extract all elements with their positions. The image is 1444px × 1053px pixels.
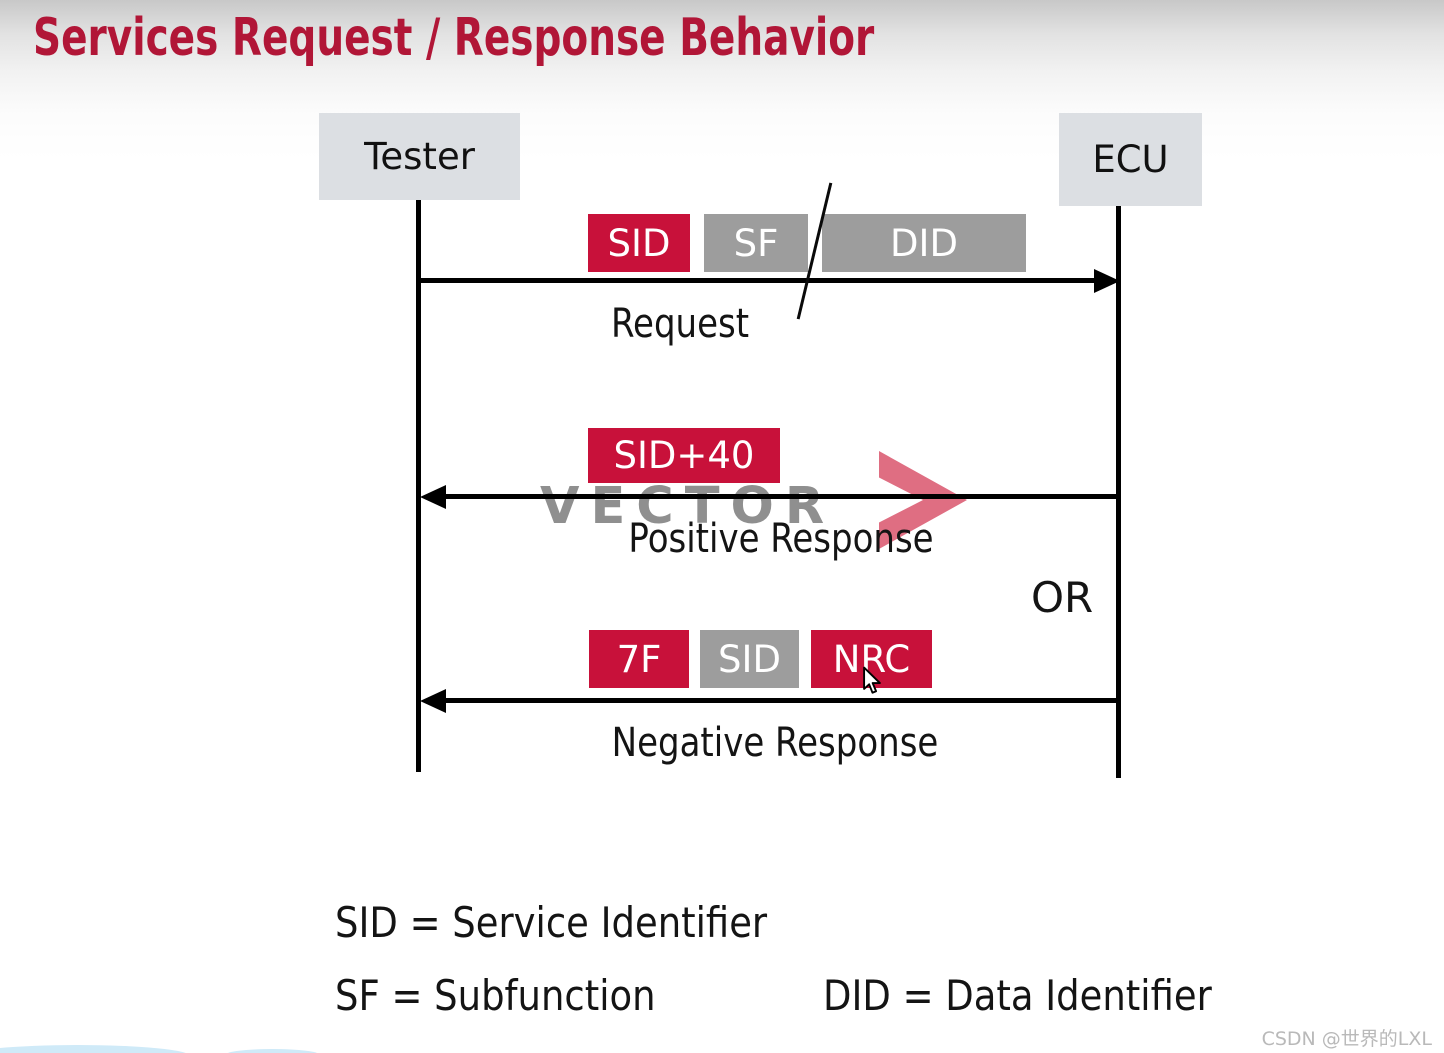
negative-arrow-line (444, 698, 1118, 703)
cloud-decoration-icon (0, 1045, 190, 1053)
positive-arrow-line (444, 494, 1118, 499)
actor-label-tester: Tester (364, 135, 475, 178)
actor-box-tester: Tester (319, 113, 520, 200)
request-caption: Request (610, 301, 750, 347)
actor-label-ecu: ECU (1092, 138, 1169, 181)
page-title: Services Request / Response Behavior (33, 8, 875, 68)
actor-box-ecu: ECU (1059, 113, 1202, 206)
positive-field-sid40: SID+40 (588, 428, 780, 483)
negative-caption: Negative Response (611, 720, 939, 766)
mouse-cursor-icon (863, 666, 881, 694)
cloud-decoration-icon (225, 1049, 320, 1053)
request-arrowhead-icon (1094, 269, 1120, 293)
negative-field-7f: 7F (589, 630, 689, 688)
lifeline-ecu (1116, 206, 1121, 778)
request-field-did: DID (822, 214, 1026, 272)
legend-sid: SID = Service Identifier (335, 898, 768, 947)
positive-caption: Positive Response (628, 516, 934, 562)
legend-did: DID = Data Identifier (823, 971, 1212, 1020)
negative-arrowhead-icon (420, 689, 446, 713)
request-field-sf: SF (704, 214, 808, 272)
legend-sf: SF = Subfunction (335, 971, 656, 1020)
or-label: OR (1031, 573, 1094, 622)
request-arrow-line (420, 278, 1102, 283)
csdn-watermark: CSDN @世界的LXL (1261, 1028, 1432, 1050)
request-field-sid: SID (588, 214, 690, 272)
vector-watermark-text: VECTOR (540, 477, 836, 536)
negative-field-sid: SID (700, 630, 799, 688)
lifeline-tester (416, 200, 421, 772)
positive-arrowhead-icon (420, 485, 446, 509)
